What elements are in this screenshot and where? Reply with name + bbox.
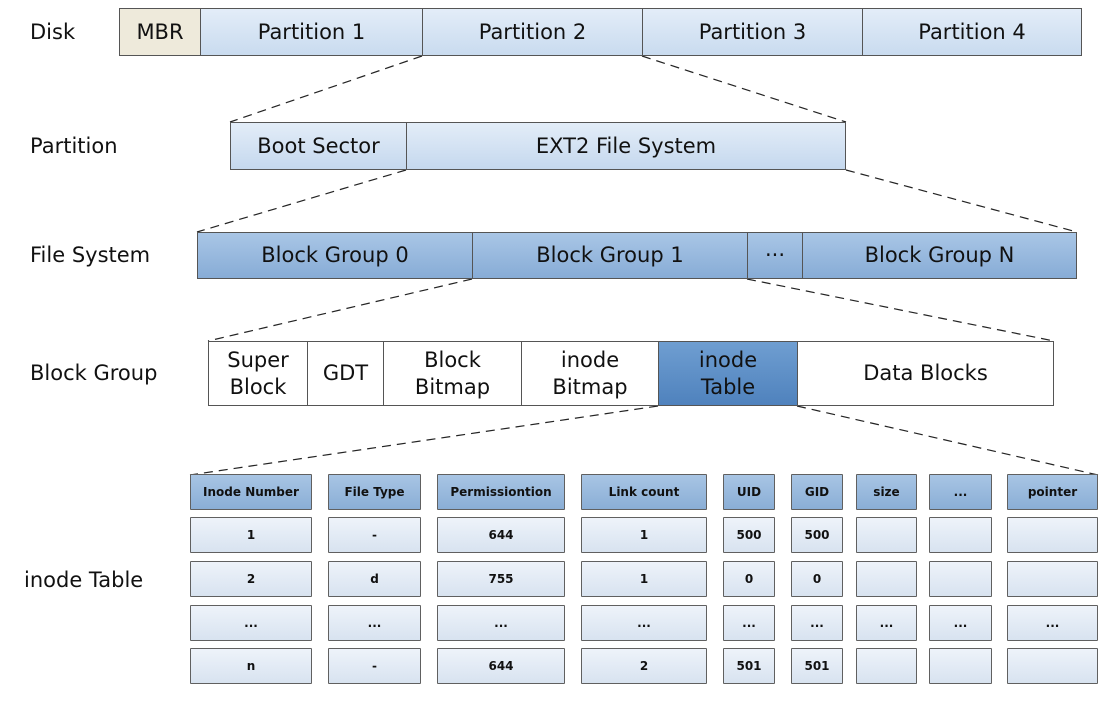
table-cell-permission: ... <box>437 605 565 641</box>
table-cell-file-type: ... <box>328 605 421 641</box>
partition-2-cell: Partition 2 <box>423 9 643 55</box>
table-cell-pointer <box>1007 517 1098 553</box>
partition-3-cell: Partition 3 <box>643 9 863 55</box>
table-cell-inode-number: 1 <box>190 517 312 553</box>
table-cell-size <box>856 517 917 553</box>
mbr-cell: MBR <box>120 9 201 55</box>
table-cell-ellipsis: ... <box>929 605 992 641</box>
header-link-count: Link count <box>581 474 707 510</box>
partition-1-cell: Partition 1 <box>201 9 423 55</box>
connector-fs-left <box>196 169 407 233</box>
table-cell-size <box>856 648 917 684</box>
block-group-1-cell: Block Group 1 <box>473 233 748 278</box>
boot-sector-cell: Boot Sector <box>231 123 407 169</box>
gdt-cell: GDT <box>308 342 384 405</box>
table-cell-uid: 0 <box>723 561 775 597</box>
label-inode-table: inode Table <box>24 568 144 592</box>
table-cell-link-count: 1 <box>581 517 707 553</box>
header-file-type: File Type <box>328 474 421 510</box>
partition-bar: Boot Sector EXT2 File System <box>230 122 846 170</box>
table-cell-permission: 644 <box>437 648 565 684</box>
label-file-system: File System <box>30 243 151 267</box>
table-cell-size: ... <box>856 605 917 641</box>
block-group-0-cell: Block Group 0 <box>198 233 473 278</box>
connector-partition-right <box>641 55 847 123</box>
header-gid: GID <box>791 474 843 510</box>
super-block-cell: Super Block <box>209 342 308 405</box>
table-cell-uid: 500 <box>723 517 775 553</box>
table-cell-gid: 501 <box>791 648 843 684</box>
table-cell-inode-number: ... <box>190 605 312 641</box>
table-cell-ellipsis <box>929 517 992 553</box>
file-system-bar: Block Group 0 Block Group 1 ··· Block Gr… <box>197 232 1077 279</box>
table-cell-link-count: 1 <box>581 561 707 597</box>
table-cell-inode-number: 2 <box>190 561 312 597</box>
header-pointer: pointer <box>1007 474 1098 510</box>
inode-bitmap-line-2: Bitmap <box>552 374 628 399</box>
block-bitmap-line-1: Block <box>424 348 481 373</box>
connector-bg-right <box>746 278 1055 342</box>
table-cell-link-count: 2 <box>581 648 707 684</box>
table-cell-file-type: - <box>328 648 421 684</box>
connector-partition-left <box>229 55 423 123</box>
table-cell-uid: 501 <box>723 648 775 684</box>
table-cell-permission: 644 <box>437 517 565 553</box>
data-blocks-cell: Data Blocks <box>798 342 1053 405</box>
header-size: size <box>856 474 917 510</box>
connector-fs-right <box>845 169 1078 233</box>
table-cell-file-type: d <box>328 561 421 597</box>
table-cell-link-count: ... <box>581 605 707 641</box>
table-cell-pointer <box>1007 561 1098 597</box>
partition-4-cell: Partition 4 <box>863 9 1081 55</box>
table-cell-inode-number: n <box>190 648 312 684</box>
table-cell-ellipsis <box>929 648 992 684</box>
label-disk: Disk <box>30 20 76 44</box>
header-permission: Permissiontion <box>437 474 565 510</box>
block-group-n-cell: Block Group N <box>803 233 1076 278</box>
inode-table-line-1: inode <box>698 348 758 373</box>
header-uid: UID <box>723 474 775 510</box>
table-cell-pointer <box>1007 648 1098 684</box>
super-block-line-1: Super <box>227 348 289 373</box>
ext2-file-system-cell: EXT2 File System <box>407 123 845 169</box>
table-cell-permission: 755 <box>437 561 565 597</box>
block-group-bar: Super Block GDT Block Bitmap inode Bitma… <box>208 341 1054 406</box>
super-block-line-2: Block <box>229 374 287 399</box>
block-bitmap-line-2: Bitmap <box>414 374 491 399</box>
connector-table-left <box>189 405 659 476</box>
inode-table-cell: inode Table <box>659 342 798 405</box>
disk-bar: MBR Partition 1 Partition 2 Partition 3 … <box>119 8 1082 56</box>
table-cell-gid: ... <box>791 605 843 641</box>
block-bitmap-cell: Block Bitmap <box>384 342 522 405</box>
table-cell-ellipsis <box>929 561 992 597</box>
header-inode-number: Inode Number <box>190 474 312 510</box>
inode-bitmap-cell: inode Bitmap <box>522 342 659 405</box>
table-cell-size <box>856 561 917 597</box>
table-cell-gid: 500 <box>791 517 843 553</box>
table-cell-pointer: ... <box>1007 605 1098 641</box>
inode-bitmap-line-1: inode <box>560 348 620 373</box>
table-cell-file-type: - <box>328 517 421 553</box>
table-cell-gid: 0 <box>791 561 843 597</box>
label-block-group: Block Group <box>30 361 158 385</box>
connector-table-right <box>796 405 1099 476</box>
table-cell-uid: ... <box>723 605 775 641</box>
header-ellipsis: ... <box>929 474 992 510</box>
connector-bg-left <box>207 278 473 342</box>
inode-table-line-2: Table <box>700 374 756 399</box>
block-group-ellipsis-cell: ··· <box>748 233 803 278</box>
label-partition: Partition <box>30 134 118 158</box>
